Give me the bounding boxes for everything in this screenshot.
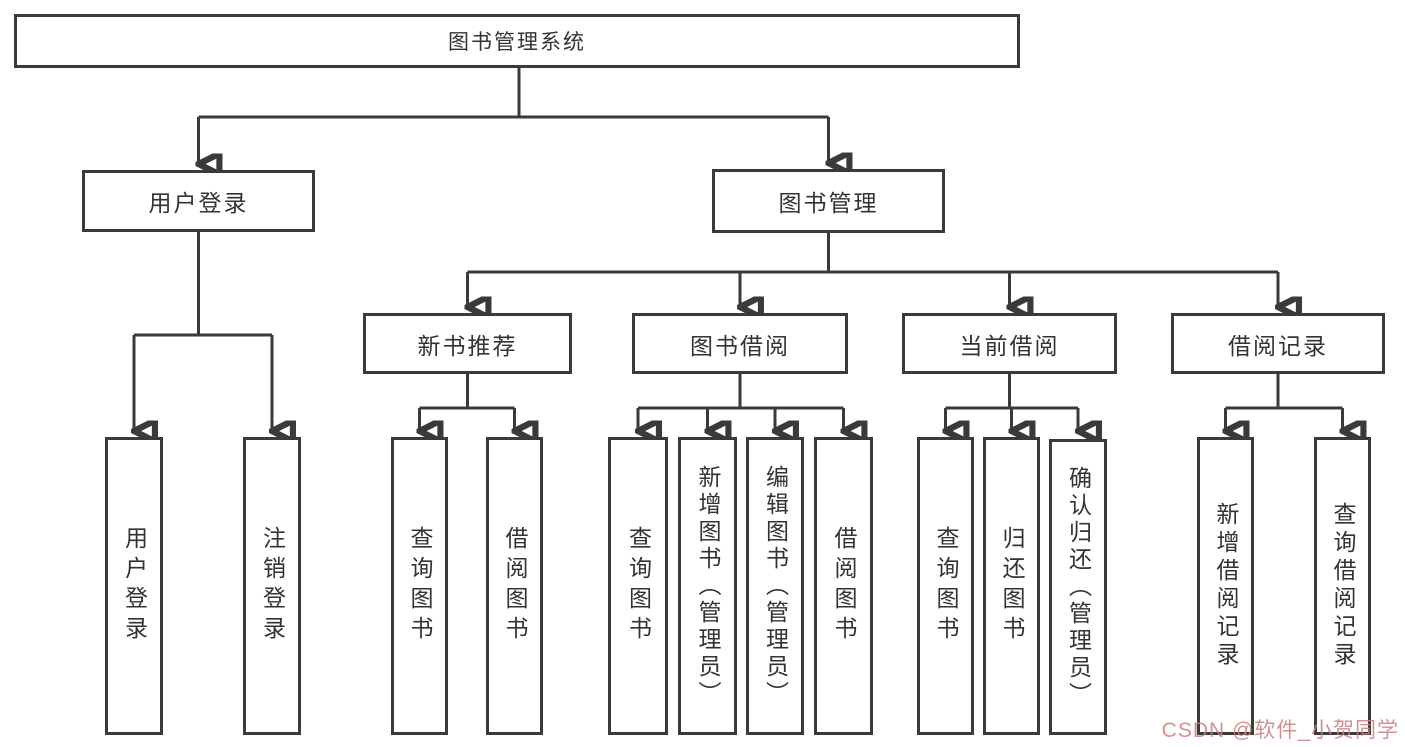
leaf-cb-query-books: 查询图书: [917, 437, 974, 735]
leaf-logout: 注销登录: [243, 437, 301, 735]
node-book-management: 图书管理: [712, 169, 945, 233]
node-root-library-system: 图书管理系统: [14, 14, 1020, 68]
leaf-bb-add-books-admin: 新增图书（管理员）: [678, 437, 737, 735]
connector-root-stem: [198, 68, 829, 119]
leaf-br-add-record: 新增借阅记录: [1197, 437, 1254, 735]
leaf-cb-confirm-return-admin: 确认归还（管理员）: [1049, 439, 1107, 735]
connector-newbook-stem: [419, 374, 515, 410]
connector-login-stem: [134, 232, 272, 337]
leaf-bb-query-books: 查询图书: [608, 437, 668, 735]
connector-management-stem: [467, 233, 1278, 274]
leaf-user-login: 用户登录: [105, 437, 163, 735]
node-current-borrow: 当前借阅: [902, 313, 1117, 374]
leaf-nb-query-books: 查询图书: [391, 437, 448, 735]
node-borrow-records: 借阅记录: [1171, 313, 1385, 374]
node-book-borrow: 图书借阅: [632, 313, 848, 374]
leaf-bb-borrow-books: 借阅图书: [814, 437, 873, 735]
node-new-book-recommend: 新书推荐: [363, 313, 572, 374]
leaf-nb-borrow-books: 借阅图书: [486, 437, 543, 735]
connector-records-stem: [1225, 374, 1343, 410]
leaf-cb-return-books: 归还图书: [983, 437, 1040, 735]
node-user-login: 用户登录: [82, 170, 315, 232]
leaf-br-query-record: 查询借阅记录: [1314, 437, 1371, 735]
connector-current-stem: [945, 374, 1078, 410]
connector-borrow-stem: [638, 374, 844, 410]
csdn-watermark: CSDN @软件_小贺同学: [1161, 719, 1399, 742]
leaf-bb-edit-books-admin: 编辑图书（管理员）: [746, 437, 804, 735]
